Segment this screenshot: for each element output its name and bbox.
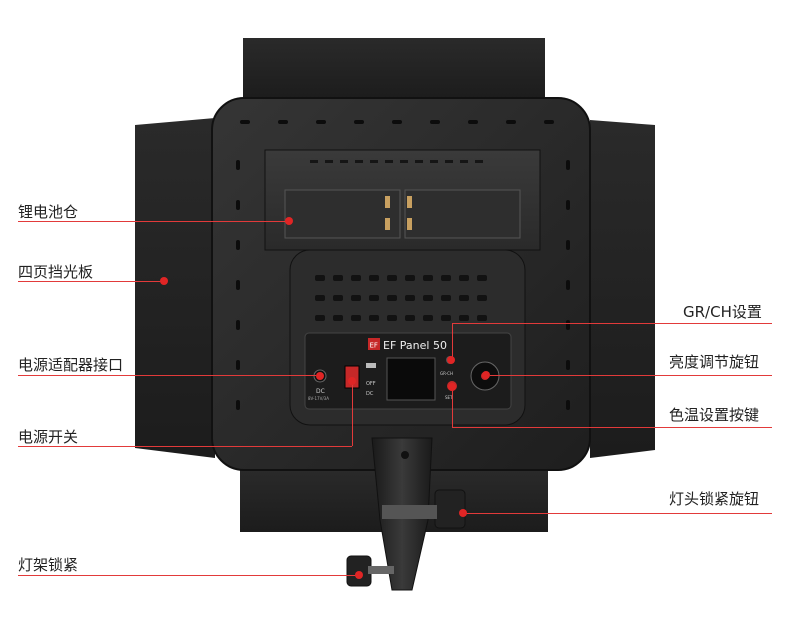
set-small: SET: [445, 395, 453, 400]
grch-small: GR-CH: [440, 371, 453, 376]
brand-mark-text: EF: [370, 342, 378, 350]
switch-off: OFF: [366, 381, 376, 387]
marker-barndoor: [160, 277, 168, 285]
dc-spec: 8V-17V/3A: [308, 396, 329, 401]
leader-color-temp-v: [452, 390, 453, 427]
leader-stand-lock: [18, 575, 358, 576]
lcd-screen: [386, 357, 436, 401]
leader-brightness: [490, 375, 772, 376]
leader-grch: [452, 323, 772, 324]
callout-head-lock: 灯头锁紧旋钮: [669, 490, 760, 508]
barndoor-left: [135, 118, 215, 458]
leader-power-switch: [18, 446, 352, 447]
battery-slot-left: [284, 189, 401, 239]
marker-adapter: [316, 372, 324, 380]
leader-head-lock: [462, 513, 772, 514]
marker-color-temp: [448, 383, 456, 391]
callout-barndoor: 四页挡光板: [18, 263, 94, 281]
callout-power-switch: 电源开关: [18, 428, 79, 446]
leader-battery: [18, 221, 288, 222]
barndoor-right: [590, 120, 655, 458]
marker-power-switch: [348, 377, 356, 385]
battery-slot-right: [404, 189, 521, 239]
marker-grch: [447, 356, 455, 364]
marker-head-lock: [459, 509, 467, 517]
leader-power-switch-v: [352, 382, 353, 446]
callout-brightness: 亮度调节旋钮: [669, 353, 760, 371]
vent-slots: [236, 120, 570, 410]
brand-text: EF Panel 50: [383, 339, 447, 352]
callout-grch: GR/CH设置: [683, 303, 762, 321]
barndoor-top: [243, 38, 545, 100]
leader-color-temp: [452, 427, 772, 428]
switch-dc: DC: [366, 391, 374, 397]
callout-stand-lock: 灯架锁紧: [18, 556, 79, 574]
leader-grch-v: [452, 323, 453, 359]
marker-brightness: [482, 371, 490, 379]
leader-barndoor: [18, 281, 164, 282]
leader-adapter: [18, 375, 316, 376]
dc-label: DC: [316, 388, 325, 395]
brand-mark: [368, 338, 380, 350]
marker-stand-lock: [355, 571, 363, 579]
callout-color-temp: 色温设置按键: [669, 406, 760, 424]
marker-battery: [285, 217, 293, 225]
callout-adapter: 电源适配器接口: [18, 356, 124, 374]
callout-battery: 锂电池仓: [18, 203, 79, 221]
